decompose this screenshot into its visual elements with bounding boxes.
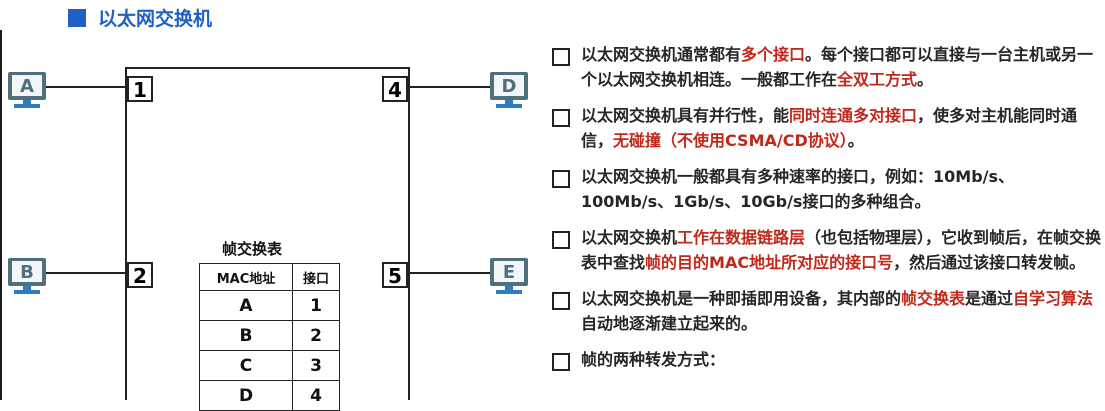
bullet-item: 以太网交换机具有并行性，能同时连通多对接口，使多对主机能同时通信，无碰撞（不使用… [552, 103, 1105, 153]
bullet-segment: 以太网交换机通常都有 [581, 45, 742, 64]
bullet-segment: 以太网交换机 [581, 228, 678, 247]
bullet-segment-highlight: 无碰撞（不使用CSMA/CD协议） [613, 131, 848, 150]
frame-table-header-row: MAC地址 接口 [199, 263, 340, 291]
host-b-label: B [20, 262, 34, 283]
bullet-segment-highlight: 帧的目的MAC地址所对应的接口号 [645, 253, 894, 272]
host-d-label: D [502, 76, 517, 97]
table-row: A 1 [199, 290, 340, 321]
checkbox-square-icon [552, 170, 570, 188]
computer-icon [8, 72, 46, 108]
frame-table-port-cell: 1 [292, 290, 340, 321]
bullet-segment-highlight: 全双工方式 [837, 70, 918, 89]
table-row: D 4 [199, 380, 340, 411]
frame-table-mac-cell: A [199, 290, 293, 321]
bullet-segment: 以太网交换机具有并行性，能 [581, 106, 790, 125]
switch-diagram: 1 2 4 5 A [0, 0, 540, 411]
checkbox-square-icon [552, 353, 570, 371]
host-a-label: A [20, 76, 34, 97]
port-1-label: 1 [133, 78, 147, 102]
bullet-item: 以太网交换机一般都具有多种速率的接口，例如：10Mb/s、100Mb/s、1Gb… [552, 164, 1105, 214]
bullet-segment: ，然后通过该接口转发帧。 [893, 253, 1086, 272]
computer-icon [490, 258, 528, 294]
bullet-text: 以太网交换机工作在数据链路层（也包括物理层），它收到帧后，在帧交换表中查找帧的目… [581, 225, 1105, 275]
slide-title-text: 以太网交换机 [98, 8, 213, 30]
host-b: B [8, 258, 46, 294]
bullet-segment-highlight: 帧交换表 [901, 289, 966, 308]
bullet-segment: 自动地逐渐建立起来的。 [581, 314, 758, 333]
slide-title: 以太网交换机 [68, 4, 212, 31]
port-5: 5 [382, 262, 408, 288]
bullet-segment: 。 [847, 131, 864, 150]
checkbox-square-icon [552, 109, 570, 127]
frame-table-port-cell: 3 [292, 350, 340, 381]
bullet-segment-highlight: 同时连通多对接口 [789, 106, 918, 125]
port-2-label: 2 [133, 264, 147, 288]
bullet-segment-highlight: 自学习算法 [1013, 289, 1094, 308]
frame-table-port-cell: 4 [292, 380, 340, 411]
bullet-segment: 。每个接口都可以直接与一台主机或另一个以太网交换机相连。一般都工作在 [581, 45, 1094, 89]
bullet-segment: ，使多对主机能同时通信， [581, 106, 1078, 150]
host-a: A [8, 72, 46, 108]
bullet-text: 以太网交换机具有并行性，能同时连通多对接口，使多对主机能同时通信，无碰撞（不使用… [581, 103, 1105, 153]
bullet-segment: 以太网交换机是一种即插即用设备，其内部的 [581, 289, 902, 308]
checkbox-square-icon [552, 48, 570, 66]
checkbox-square-icon [552, 231, 570, 249]
computer-icon [490, 72, 528, 108]
bullet-segment-highlight: 工作在数据链路层 [677, 228, 806, 247]
bullet-list: 以太网交换机通常都有多个接口。每个接口都可以直接与一台主机或另一个以太网交换机相… [552, 42, 1105, 383]
bullet-segment-highlight: 多个接口 [741, 45, 806, 64]
bullet-segment: （也包括物理层），它收到帧后，在帧交换表中查找 [581, 228, 1102, 272]
bullet-text: 以太网交换机通常都有多个接口。每个接口都可以直接与一台主机或另一个以太网交换机相… [581, 42, 1105, 92]
frame-table-header-mac: MAC地址 [199, 263, 293, 291]
bullet-segment: 。 [917, 70, 934, 89]
bullet-item: 帧的两种转发方式： [552, 347, 1105, 372]
frame-table: MAC地址 接口 A 1 B 2 C 3 D 4 [199, 263, 340, 411]
bullet-segment: 以太网交换机一般都具有多种速率的接口，例如：10Mb/s、100Mb/s、1Gb… [581, 167, 1015, 211]
port-1: 1 [127, 76, 153, 102]
port-5-label: 5 [388, 264, 402, 288]
port-4: 4 [382, 76, 408, 102]
host-e: E [490, 258, 528, 294]
bullet-item: 以太网交换机是一种即插即用设备，其内部的帧交换表是通过自学习算法自动地逐渐建立起… [552, 286, 1105, 336]
bullet-text: 帧的两种转发方式： [581, 347, 725, 372]
title-square-icon [68, 8, 86, 27]
bullet-item: 以太网交换机通常都有多个接口。每个接口都可以直接与一台主机或另一个以太网交换机相… [552, 42, 1105, 92]
host-d: D [490, 72, 528, 108]
bullet-segment: 是通过 [965, 289, 1014, 308]
table-row: C 3 [199, 350, 340, 381]
frame-table-port-cell: 2 [292, 320, 340, 351]
bullet-item: 以太网交换机工作在数据链路层（也包括物理层），它收到帧后，在帧交换表中查找帧的目… [552, 225, 1105, 275]
computer-icon [8, 258, 46, 294]
table-row: B 2 [199, 320, 340, 351]
bullet-text: 以太网交换机是一种即插即用设备，其内部的帧交换表是通过自学习算法自动地逐渐建立起… [581, 286, 1105, 336]
frame-table-mac-cell: B [199, 320, 293, 351]
checkbox-square-icon [552, 292, 570, 310]
frame-table-mac-cell: D [199, 380, 293, 411]
frame-table-header-port: 接口 [292, 263, 340, 291]
port-2: 2 [127, 262, 153, 288]
bullet-text: 以太网交换机一般都具有多种速率的接口，例如：10Mb/s、100Mb/s、1Gb… [581, 164, 1105, 214]
frame-table-title: 帧交换表 [221, 240, 282, 258]
bullet-segment: 帧的两种转发方式： [581, 350, 726, 369]
left-border [0, 30, 2, 400]
frame-table-mac-cell: C [199, 350, 293, 381]
port-4-label: 4 [388, 78, 402, 102]
host-e-label: E [503, 262, 515, 283]
